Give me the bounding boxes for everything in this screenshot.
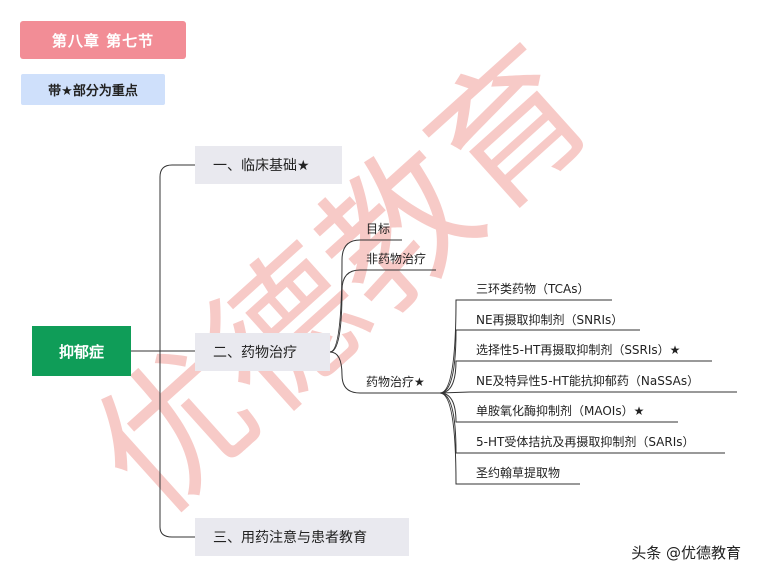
- key-point-note: 带★部分为重点: [21, 74, 165, 105]
- leaf-drug-therapy: 药物治疗★: [366, 375, 425, 389]
- drug-class-item: 单胺氧化酶抑制剂（MAOIs）★: [476, 404, 645, 418]
- drug-class-item: NE再摄取抑制剂（SNRIs）: [476, 313, 624, 327]
- drug-class-item: 三环类药物（TCAs）: [476, 282, 590, 296]
- leaf-goal: 目标: [366, 222, 391, 236]
- section-title-badge: 第八章 第七节: [20, 21, 186, 59]
- branch-drug-therapy: 二、药物治疗: [195, 333, 330, 371]
- branch-medication-education: 三、用药注意与患者教育: [195, 518, 409, 556]
- source-credit: 头条 @优德教育: [631, 544, 741, 562]
- drug-class-item: 5-HT受体拮抗及再摄取抑制剂（SARIs）: [476, 435, 695, 449]
- drug-class-item: NE及特异性5-HT能抗抑郁药（NaSSAs）: [476, 374, 700, 388]
- leaf-non-drug-therapy: 非药物治疗: [366, 252, 427, 266]
- drug-class-item: 选择性5-HT再摄取抑制剂（SSRIs）★: [476, 343, 681, 357]
- mindmap-root-node: 抑郁症: [32, 326, 131, 376]
- drug-class-item: 圣约翰草提取物: [476, 466, 561, 480]
- branch-clinical-basis: 一、临床基础★: [195, 146, 342, 184]
